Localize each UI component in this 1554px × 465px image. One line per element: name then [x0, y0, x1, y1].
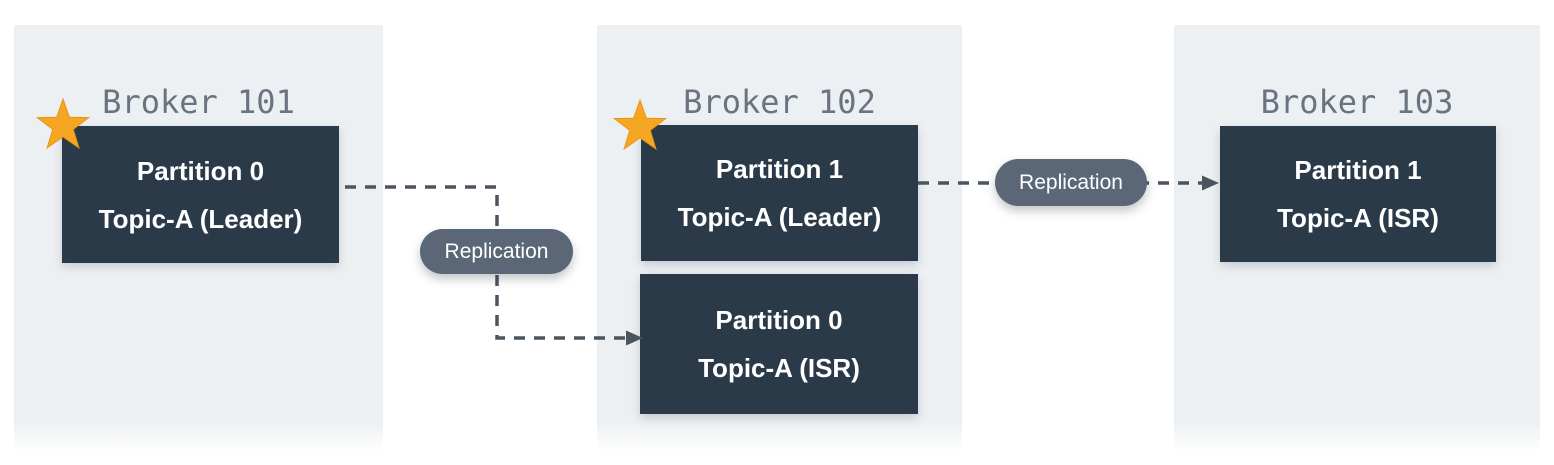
partition-box-broker102-p0: Partition 0 Topic-A (ISR)	[640, 274, 918, 414]
partition-topic: Topic-A (ISR)	[698, 353, 860, 383]
partition-name: Partition 1	[715, 154, 844, 184]
replication-label: Replication	[420, 229, 573, 274]
partition-topic: Topic-A (Leader)	[98, 203, 303, 234]
partition-box-broker102-p1: Partition 1 Topic-A (Leader)	[641, 125, 918, 261]
partition-name: Partition 0	[715, 305, 843, 335]
partition-name: Partition 0	[136, 155, 265, 186]
partition-box-broker103-p1: Partition 1 Topic-A (ISR)	[1220, 126, 1496, 262]
partition-topic: Topic-A (Leader)	[677, 202, 882, 232]
partition-topic: Topic-A (ISR)	[1277, 203, 1439, 233]
partition-name: Partition 1	[1294, 155, 1422, 185]
broker-103-title: Broker 103	[1260, 83, 1454, 121]
broker-102-title: Broker 102	[683, 83, 876, 121]
broker-101-title: Broker 101	[102, 83, 295, 121]
partition-box-broker101-p0: Partition 0 Topic-A (Leader)	[62, 126, 339, 263]
replication-label: Replication	[995, 159, 1147, 206]
